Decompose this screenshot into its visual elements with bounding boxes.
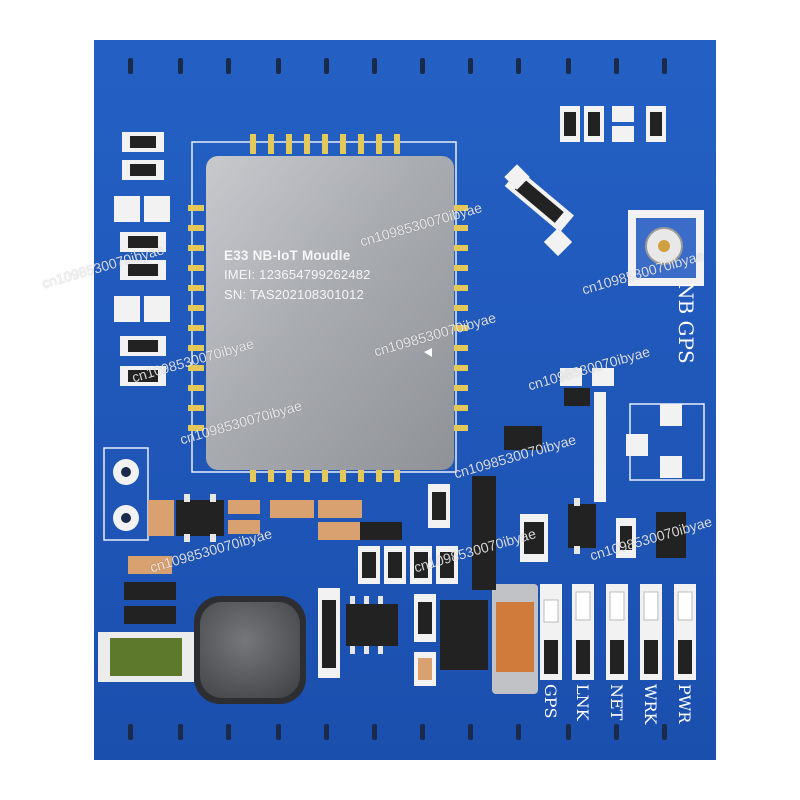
two-pin-header (103, 447, 149, 541)
module-shield (206, 156, 454, 470)
led-label-gps: GPS (541, 684, 560, 719)
left-smd-components (114, 132, 170, 386)
led-label-pwr: PWR (675, 684, 694, 724)
antenna-connector (628, 210, 704, 286)
right-components (504, 368, 705, 558)
pin1-marker (424, 348, 432, 357)
led-label-net: NET (607, 684, 626, 721)
power-section (98, 494, 538, 704)
module-serial: SN: TAS202108301012 (224, 287, 364, 302)
led-label-wrk: WRK (641, 684, 660, 725)
module-imei: IMEI: 123654799262482 (224, 267, 371, 282)
center-components (358, 476, 548, 590)
top-right-components (504, 106, 666, 257)
status-leds (540, 584, 696, 680)
edge-pins (128, 58, 667, 740)
led-label-lnk: LNK (573, 684, 592, 721)
module-title: E33 NB-IoT Moudle (224, 248, 351, 263)
antenna-silk-label: NB GPS (674, 282, 698, 364)
module-pads (188, 134, 468, 482)
